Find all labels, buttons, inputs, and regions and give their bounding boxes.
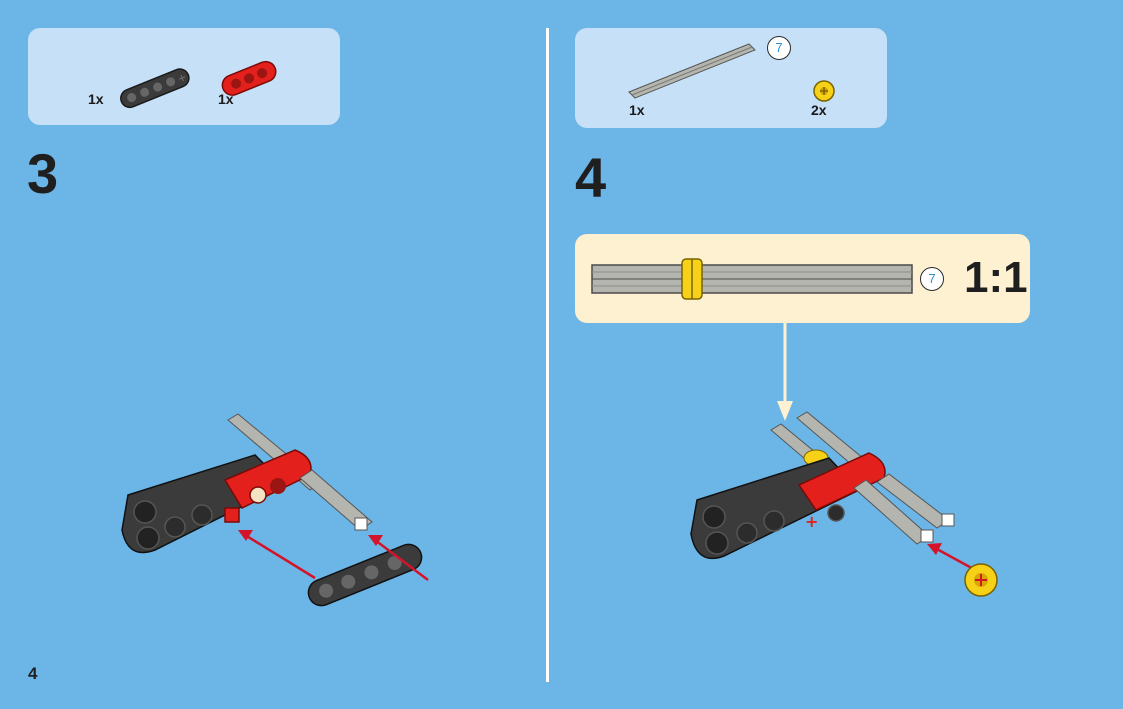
svg-text:+: + — [805, 512, 818, 531]
step-3-assembly — [110, 400, 440, 620]
step-3-panel: + 1x 1x 3 — [0, 0, 547, 709]
step-4-parts-box: 7 1x 2x — [575, 28, 887, 128]
dark-gray-beam-part: + — [113, 68, 203, 108]
step-4-callout: 7 1:1 — [575, 234, 1030, 323]
step-4-panel: 7 1x 2x 4 7 1:1 — [549, 0, 1123, 709]
callout-length-ref: 7 — [920, 267, 944, 291]
axle-length-ref: 7 — [767, 36, 791, 60]
callout-pointer-arrow — [775, 323, 795, 423]
gray-axle-qty: 1x — [629, 102, 645, 118]
step-4-assembly: + — [679, 410, 1009, 610]
step-4-number: 4 — [575, 150, 606, 206]
step-3-parts-box: + 1x 1x — [28, 28, 340, 125]
page-number: 4 — [28, 664, 37, 684]
callout-scale: 1:1 — [964, 256, 1028, 300]
dark-gray-beam-qty: 1x — [88, 91, 104, 107]
step-3-number: 3 — [27, 146, 58, 202]
gray-axle-part — [625, 40, 765, 100]
yellow-bush-part — [811, 78, 837, 104]
callout-axle-with-bush — [592, 259, 914, 299]
yellow-bush-qty: 2x — [811, 102, 827, 118]
red-beam-qty: 1x — [218, 91, 234, 107]
